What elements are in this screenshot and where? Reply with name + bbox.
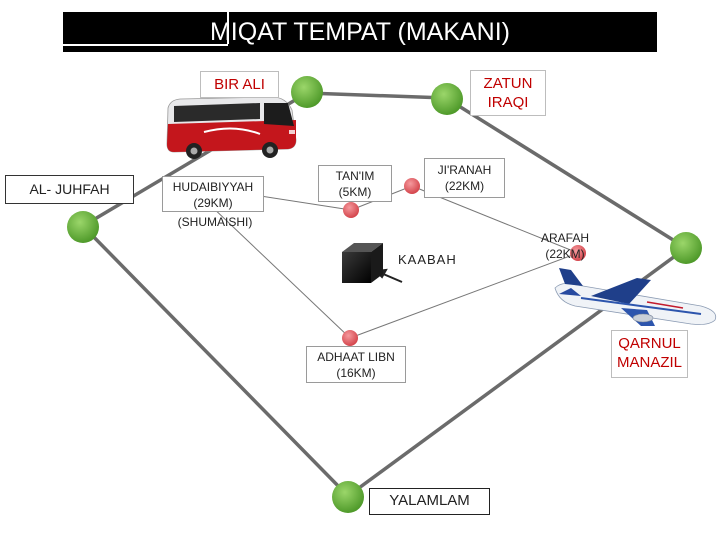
edge-yalamlam-juhfah: [81, 224, 350, 498]
node-tanim: [343, 202, 359, 218]
label-tanim: TAN'IM (5KM): [318, 165, 392, 202]
adhaat-libn-text: ADHAAT LIBN: [317, 350, 395, 364]
kaabah-text: KAABAH: [398, 252, 457, 267]
label-adhaat-libn: ADHAAT LIBN (16KM): [306, 346, 406, 383]
node-jiranah: [404, 178, 420, 194]
title-bar: MIQAT TEMPAT (MAKANI): [63, 12, 657, 52]
title-underline: [63, 44, 228, 46]
label-arafah: ARAFAH (22KM): [527, 230, 603, 262]
edge-birali-zatun: [306, 91, 447, 100]
edge-zatun-qarnul: [445, 96, 687, 250]
hudaibiyyah-text: HUDAIBIYYAH: [172, 180, 254, 194]
iraqi-text: IRAQI: [487, 94, 529, 111]
yalamlam-text: YALAMLAM: [389, 492, 470, 509]
outer-nodes: [67, 76, 702, 513]
bus-icon: [166, 96, 297, 159]
shumaishi-text: (SHUMAISHI): [177, 215, 253, 229]
al-juhfah-text: AL- JUHFAH: [29, 181, 110, 197]
label-yalamlam: YALAMLAM: [369, 488, 490, 515]
arafah-distance: (22KM): [545, 247, 585, 261]
label-bir-ali: BIR ALI: [200, 71, 279, 98]
qarnul-text: QARNUL: [618, 335, 681, 352]
adhaat-libn-distance: (16KM): [336, 366, 376, 380]
label-jiranah: JI'RANAH (22KM): [424, 158, 505, 198]
label-hudaibiyyah: HUDAIBIYYAH (29KM): [162, 176, 264, 212]
zatun-text: ZATUN: [483, 75, 533, 92]
node-bir-ali: [291, 76, 323, 108]
node-al-juhfah: [67, 211, 99, 243]
label-zatun-iraqi: ZATUN IRAQI: [470, 70, 546, 116]
node-adhaat-libn: [342, 330, 358, 346]
tanim-distance: (5KM): [338, 185, 372, 199]
airplane-icon: [554, 268, 717, 326]
bir-ali-text: BIR ALI: [214, 76, 265, 93]
label-al-juhfah: AL- JUHFAH: [5, 175, 134, 204]
node-zatun-iraqi: [431, 83, 463, 115]
node-arafah: [570, 245, 586, 261]
page-title: MIQAT TEMPAT (MAKANI): [209, 17, 511, 46]
jiranah-text: JI'RANAH: [437, 163, 492, 177]
node-yalamlam: [332, 481, 364, 513]
label-shumaishi: (SHUMAISHI): [167, 214, 263, 233]
label-qarnul-manazil: QARNUL MANAZIL: [611, 330, 688, 378]
hudaibiyyah-distance: (29KM): [193, 196, 233, 210]
kaaba-cube: [342, 243, 383, 283]
edge-arafah-adhaat: [349, 252, 579, 339]
arafah-text: ARAFAH: [540, 231, 589, 245]
node-qarnul-manazil: [670, 232, 702, 264]
manazil-text: MANAZIL: [616, 354, 682, 371]
jiranah-distance: (22KM): [444, 179, 485, 193]
label-kaabah: KAABAH: [398, 252, 457, 267]
tanim-text: TAN'IM: [335, 169, 375, 183]
title-divider: [227, 12, 229, 44]
